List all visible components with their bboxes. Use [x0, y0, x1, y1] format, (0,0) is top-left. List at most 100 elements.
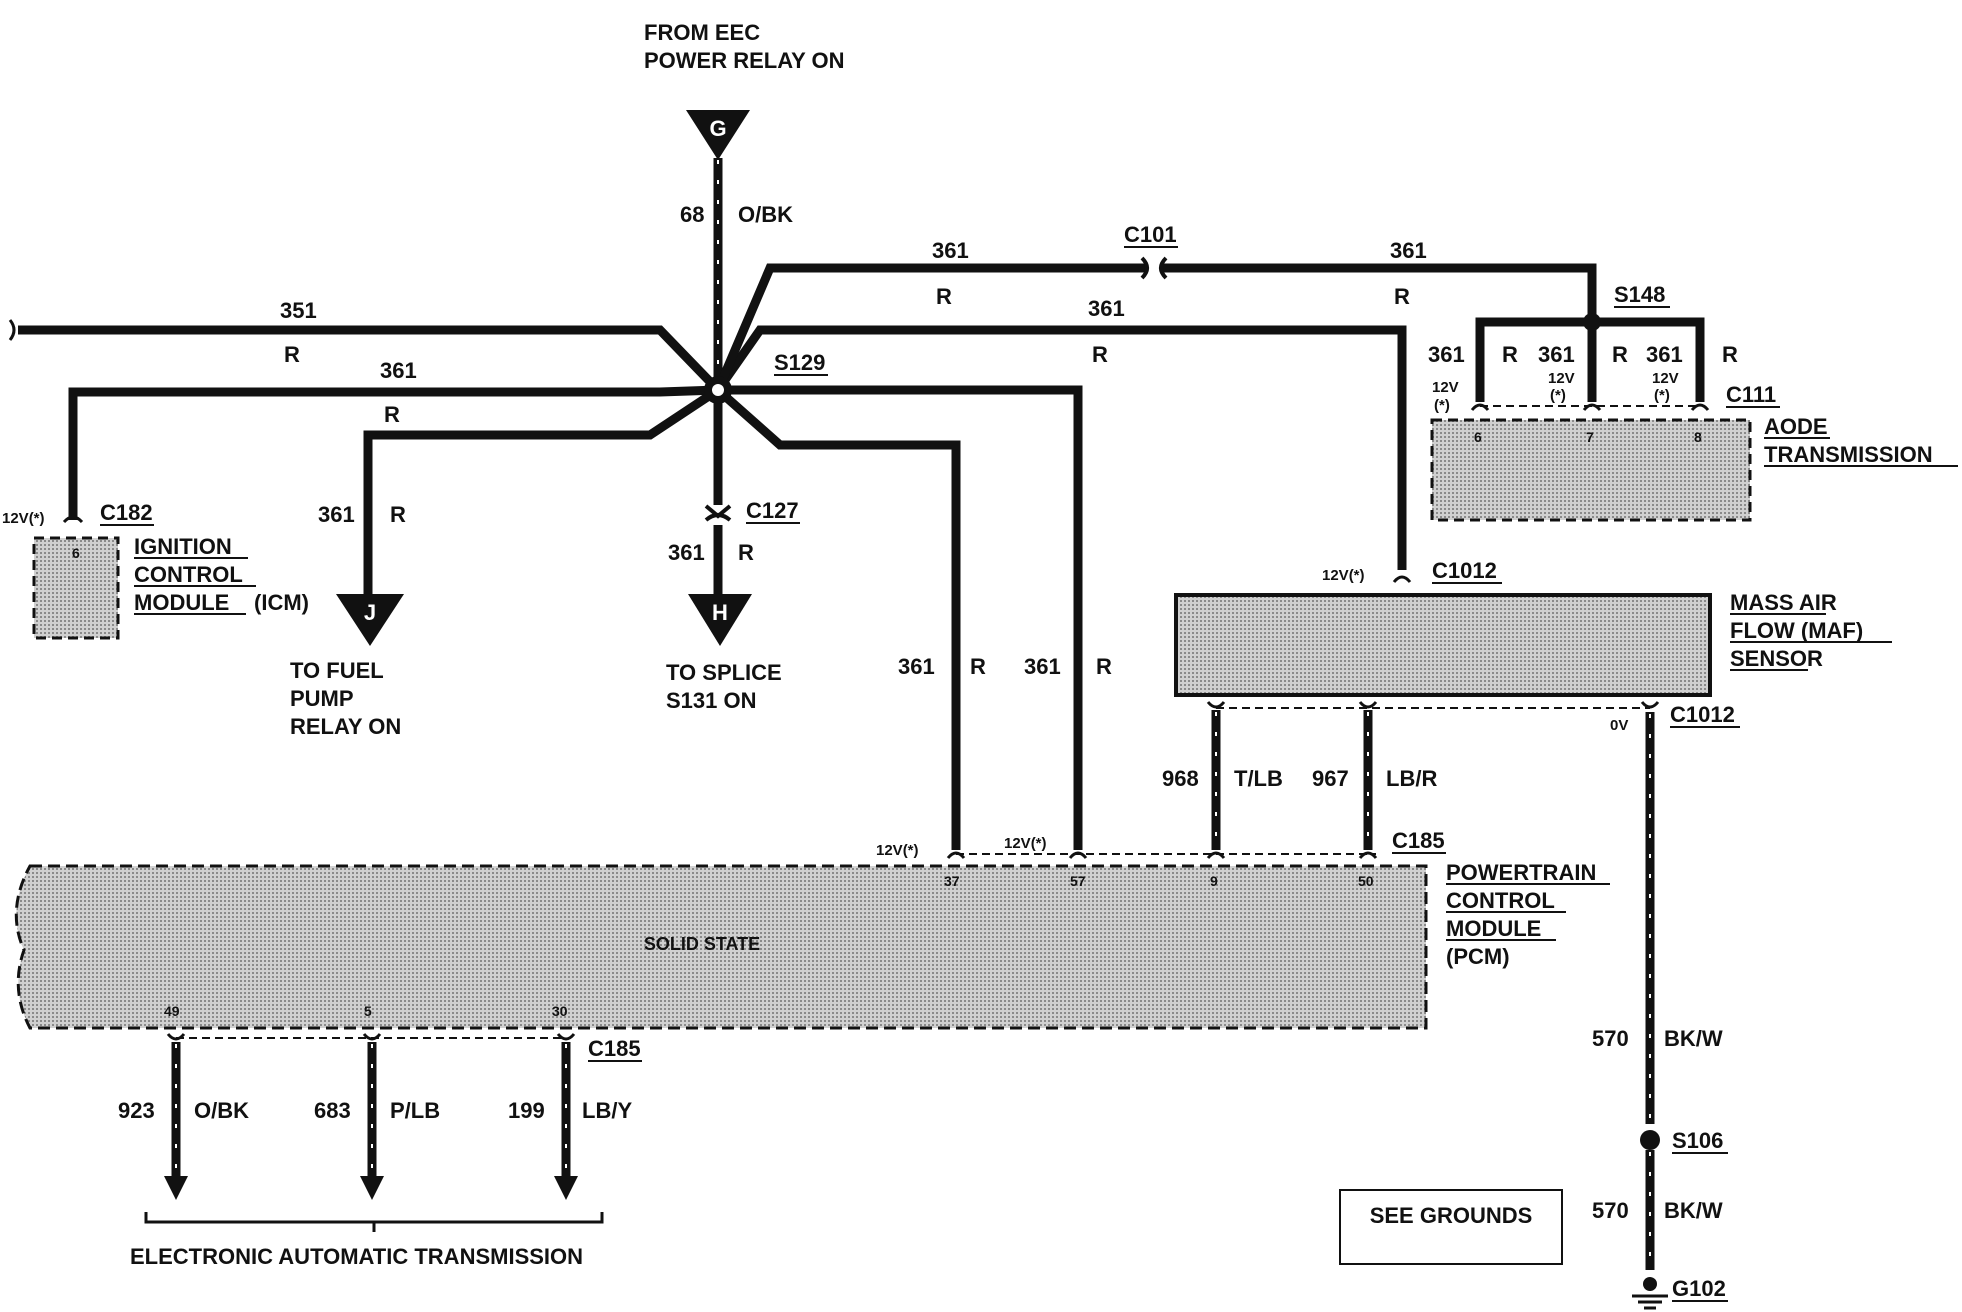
wire-199-number: 199: [508, 1098, 545, 1123]
connector-c127-symbol: [704, 504, 732, 522]
pcm-pin-5: 5: [364, 1003, 372, 1019]
pcm-label-4: (PCM): [1446, 944, 1510, 969]
pcm-label-3: MODULE: [1446, 916, 1541, 941]
connector-g: G: [686, 110, 750, 160]
pcm-voltage-37: 12V(*): [876, 842, 919, 859]
pcm-body-label: SOLID STATE: [644, 934, 760, 954]
connector-h: H: [688, 594, 752, 646]
maf-voltage-out: 0V: [1610, 717, 1628, 734]
wire-361-pcm37-number: 361: [898, 654, 935, 679]
aode-terminals: [1470, 403, 1710, 411]
maf-sensor-box: [1174, 593, 1712, 697]
wire-361-splice-color: R: [738, 540, 754, 565]
wire-199: [554, 1042, 578, 1200]
aode-voltage-6a: 12V: [1432, 379, 1459, 396]
aode-voltage-8b: (*): [1654, 387, 1670, 404]
pcm-voltage-57: 12V(*): [1004, 835, 1047, 852]
wire-923: [164, 1042, 188, 1200]
pcm-pin-9: 9: [1210, 873, 1218, 889]
wire-570-number-b: 570: [1592, 1198, 1629, 1223]
pcm-pin-49: 49: [164, 1003, 180, 1019]
wire-361-maf-color: R: [1092, 342, 1108, 367]
connector-c101-symbol: [1140, 256, 1168, 280]
see-grounds-box: [1339, 1189, 1563, 1265]
wire-361-fuel-color-top: R: [384, 402, 400, 427]
pcm-label-2: CONTROL: [1446, 888, 1555, 913]
aode-voltage-6b: (*): [1434, 397, 1450, 414]
wire-351-number: 351: [280, 298, 317, 323]
connector-c101: C101: [1124, 222, 1177, 247]
wire-683-number: 683: [314, 1098, 351, 1123]
wire-361-top-number-a: 361: [932, 238, 969, 263]
aode-transmission-box: [1430, 418, 1752, 522]
wire-361-pcm37-color: R: [970, 654, 986, 679]
aode-wire-7-number: 361: [1538, 342, 1575, 367]
wire-361-splice-number: 361: [668, 540, 705, 565]
wire-68-number: 68: [680, 202, 704, 227]
wire-361-top-number-b: 361: [1390, 238, 1427, 263]
icm-box: [32, 536, 120, 640]
wire-361-pcm57-number: 361: [1024, 654, 1061, 679]
aode-voltage-8a: 12V: [1652, 370, 1679, 387]
wire-361-icm-number: 361: [380, 358, 417, 383]
wire-361-top-color-a: R: [936, 284, 952, 309]
fuel-pump-line-1: TO FUEL: [290, 658, 384, 683]
wire-923-number: 923: [118, 1098, 155, 1123]
wire-361-fuel-number: 361: [318, 502, 355, 527]
eat-bracket: [144, 1212, 604, 1224]
wire-361-fuel-color: R: [390, 502, 406, 527]
aode-wire-8-number: 361: [1646, 342, 1683, 367]
splice-s148-label: S148: [1614, 282, 1665, 307]
splice-s106-dot: [1640, 1130, 1660, 1150]
connector-g-label: G: [709, 116, 726, 141]
aode-pin-6: 6: [1474, 429, 1482, 445]
aode-voltage-7a: 12V: [1548, 370, 1575, 387]
maf-label-3: SENSOR: [1730, 646, 1823, 671]
connector-c127: C127: [746, 498, 799, 523]
splice-s106-label: S106: [1672, 1128, 1723, 1153]
header-line-1: FROM EEC: [644, 20, 760, 45]
connector-c182: C182: [100, 500, 153, 525]
icm-label-2: CONTROL: [134, 562, 243, 587]
pcm-pin-57: 57: [1070, 873, 1086, 889]
icm-label-1: IGNITION: [134, 534, 232, 559]
connector-c185-bottom: C185: [588, 1036, 641, 1061]
connector-c1012-top: C1012: [1432, 558, 1497, 583]
aode-label-2: TRANSMISSION: [1764, 442, 1933, 467]
fuel-pump-line-2: PUMP: [290, 686, 354, 711]
aode-pin-7: 7: [1586, 429, 1594, 445]
wire-968-number: 968: [1162, 766, 1199, 791]
splice-s129-wires: [8, 263, 1597, 850]
wire-68-color: O/BK: [738, 202, 793, 227]
wire-683: [360, 1042, 384, 1200]
wire-967-number: 967: [1312, 766, 1349, 791]
connector-j-label: J: [364, 600, 376, 625]
connector-j: J: [336, 594, 404, 646]
wire-361-pcm57-color: R: [1096, 654, 1112, 679]
connector-c1012-bottom: C1012: [1670, 702, 1735, 727]
icm-label-suffix: (ICM): [254, 590, 309, 615]
splice-s148-wires: [1475, 313, 1705, 402]
pcm-pin-37: 37: [944, 873, 960, 889]
wire-967-color: LB/R: [1386, 766, 1437, 791]
splice-line-2: S131 ON: [666, 688, 757, 713]
ground-g102-label: G102: [1672, 1276, 1726, 1301]
aode-wire-8-color: R: [1722, 342, 1738, 367]
ground-g102-symbol: [1632, 1277, 1668, 1310]
icm-pin: 6: [72, 545, 80, 561]
connector-c111: C111: [1726, 382, 1776, 407]
wire-570-color-a: BK/W: [1664, 1026, 1723, 1051]
connector-h-label: H: [712, 600, 728, 625]
aode-pin-8: 8: [1694, 429, 1702, 445]
aode-voltage-7b: (*): [1550, 387, 1566, 404]
icm-voltage: 12V(*): [2, 510, 45, 527]
fuel-pump-line-3: RELAY ON: [290, 714, 401, 739]
wire-361-top-color-b: R: [1394, 284, 1410, 309]
maf-label-1: MASS AIR: [1730, 590, 1837, 615]
pcm-pin-30: 30: [552, 1003, 568, 1019]
connector-c185-top: C185: [1392, 828, 1445, 853]
pcm-box: [14, 864, 1428, 1030]
splice-s129-label: S129: [774, 350, 825, 375]
wire-361-maf-number: 361: [1088, 296, 1125, 321]
